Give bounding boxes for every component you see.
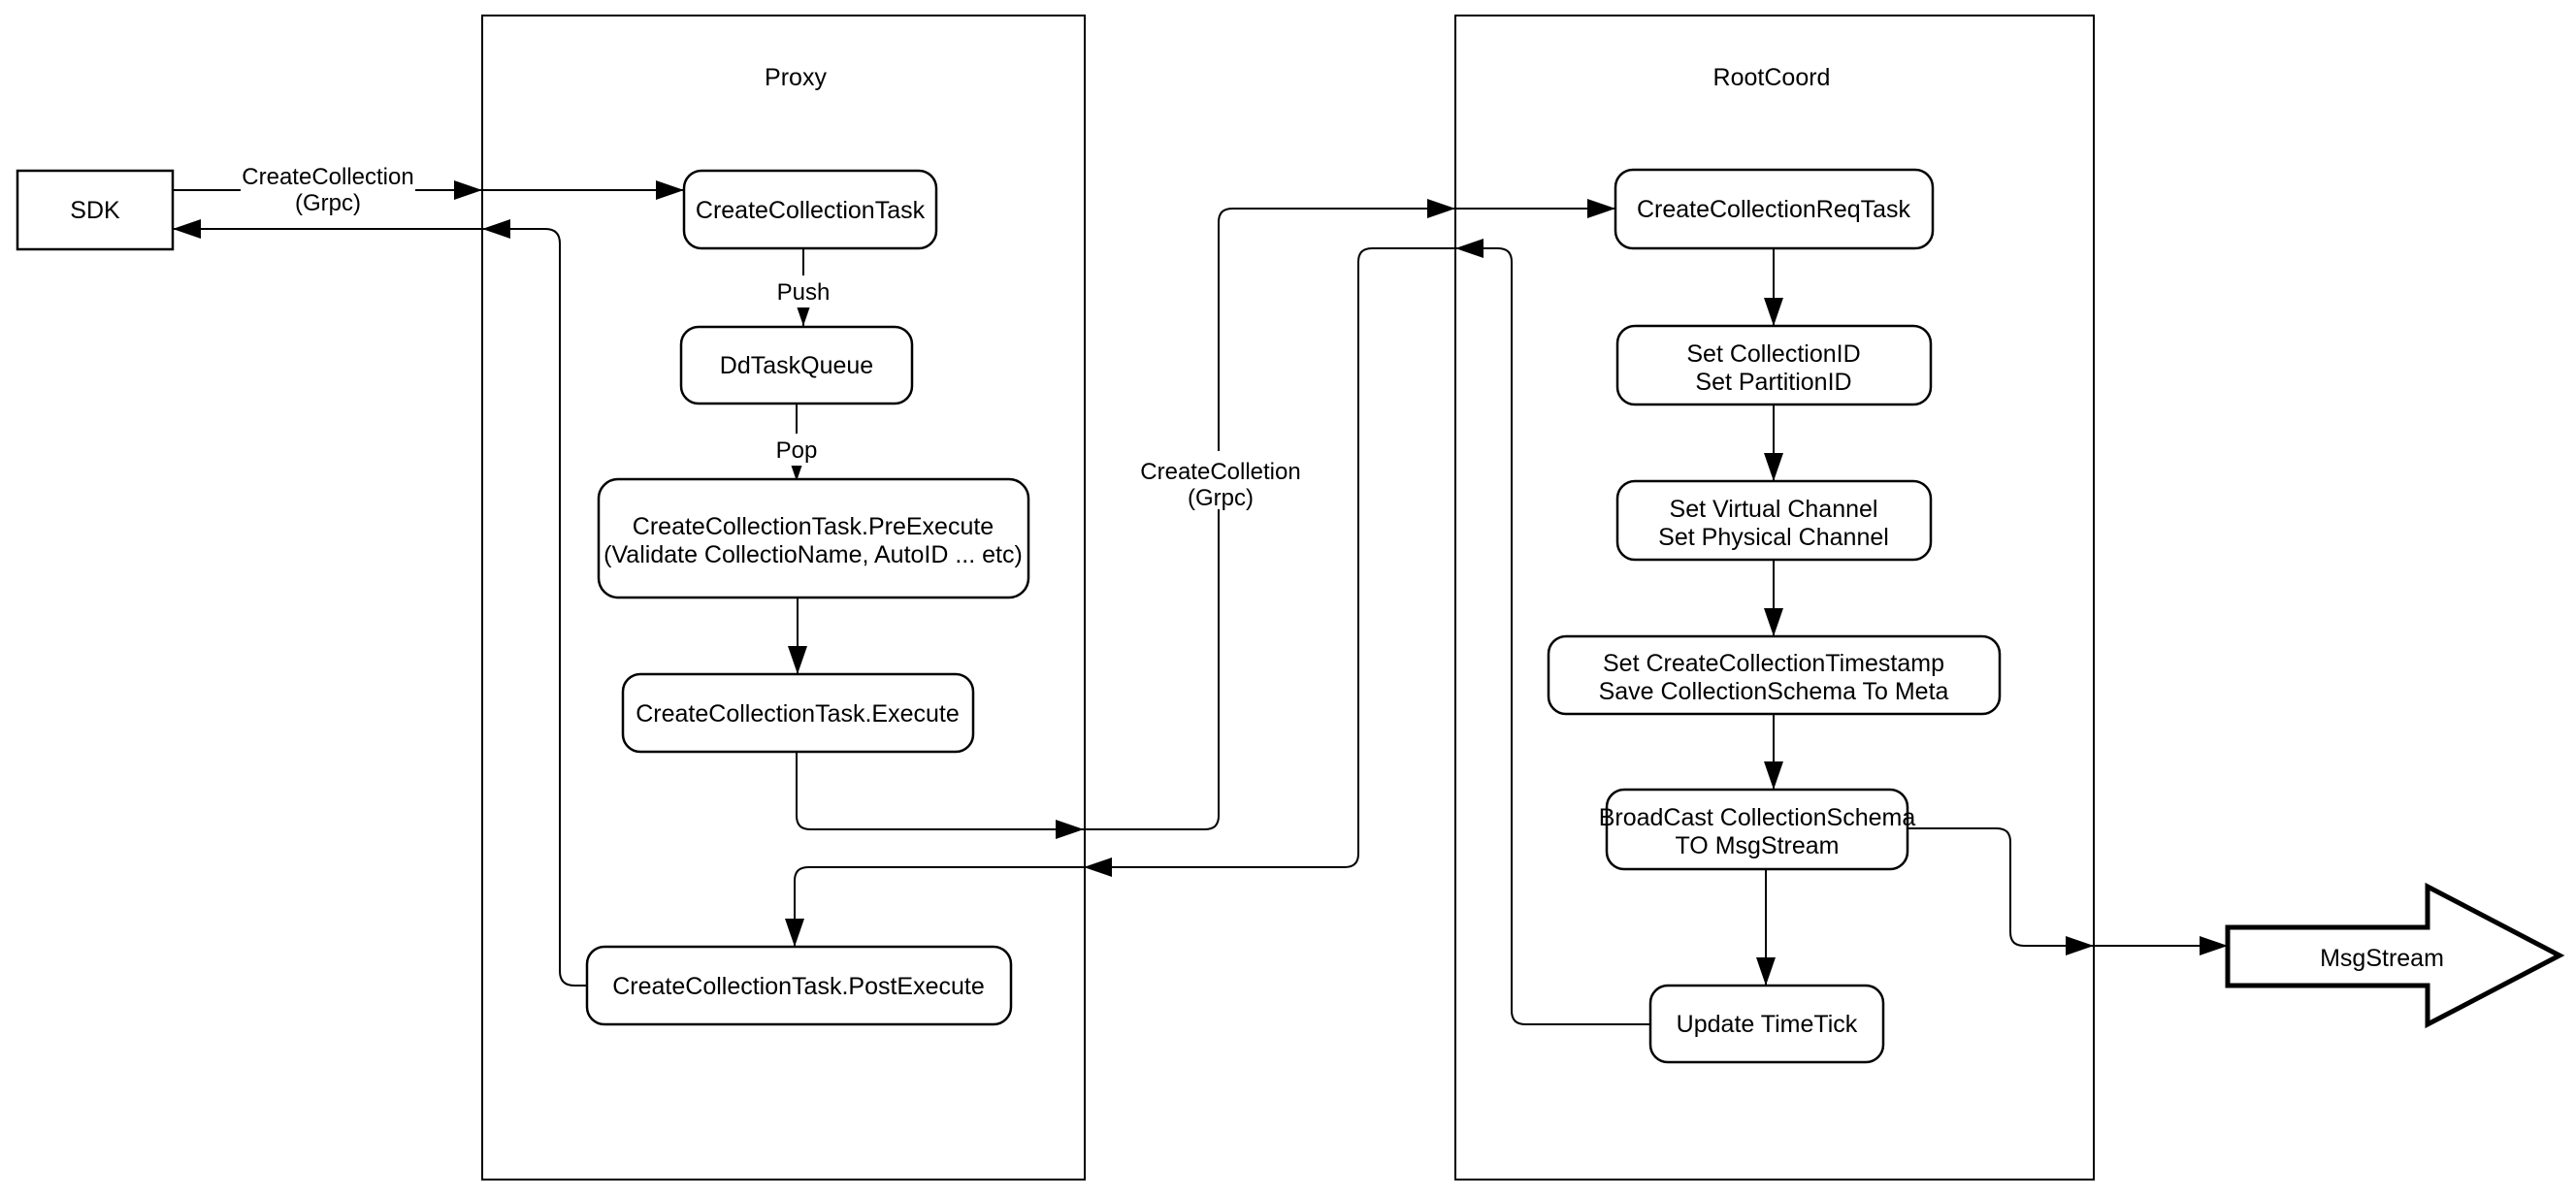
arrowhead-icon: [1084, 857, 1112, 877]
proxy-container-title: Proxy: [765, 64, 827, 91]
edge-label-pop: Pop: [776, 437, 818, 464]
edge-label-createcollection-grpc-line2: (Grpc): [295, 190, 361, 216]
node-update-timetick-label: Update TimeTick: [1677, 1011, 1858, 1038]
node-ddtaskqueue-label: DdTaskQueue: [720, 352, 873, 379]
node-preexecute-line1: CreateCollectionTask.PreExecute: [633, 513, 994, 540]
node-broadcast-line2: TO MsgStream: [1675, 832, 1839, 859]
node-createcollectiontask-label: CreateCollectionTask: [696, 197, 926, 224]
node-set-virtual-physical-channel: [1615, 479, 1933, 562]
edge-label-createcollection-grpc-line1: CreateCollection: [242, 164, 413, 190]
arrowhead-icon: [656, 180, 684, 200]
edge-execute-to-reqtask: [796, 208, 1615, 830]
proxy-container: [481, 15, 1086, 1181]
node-createcollectionreqtask: [1614, 168, 1935, 250]
node-preexecute-line2: (Validate CollectioName, AutoID ... etc): [603, 541, 1023, 568]
node-set-timestamp-save-schema: [1547, 634, 2002, 716]
arrowhead-icon: [1756, 957, 1776, 986]
node-set-collectionid-partitionid: [1615, 324, 1933, 406]
arrowhead-icon: [1764, 298, 1783, 326]
node-createcollectionreqtask-label: CreateCollectionReqTask: [1637, 196, 1911, 223]
edge-postexecute-to-sdk: [173, 228, 587, 987]
node-set-timestamp-line1: Set CreateCollectionTimestamp: [1603, 650, 1944, 677]
edge-updatetimetick-to-postexecute: [794, 247, 1650, 1025]
edge-label-createcolletion-grpc-line2: (Grpc): [1188, 485, 1254, 511]
label-background: [1135, 451, 1306, 509]
node-broadcast-line1: BroadCast CollectionSchema: [1599, 804, 1916, 831]
arrowhead-icon: [482, 219, 510, 239]
rootcoord-container-title: RootCoord: [1713, 64, 1831, 91]
arrowhead-icon: [1764, 453, 1783, 481]
msgstream-label: MsgStream: [2320, 945, 2444, 972]
node-set-ids-line1: Set CollectionID: [1686, 340, 1860, 368]
arrowhead-icon: [1427, 199, 1455, 218]
arrowhead-icon: [2200, 936, 2228, 955]
node-set-timestamp-line2: Save CollectionSchema To Meta: [1599, 678, 1949, 705]
node-execute: [621, 672, 975, 754]
arrowhead-icon: [2066, 936, 2094, 955]
msgstream-arrow-shape: [2225, 882, 2565, 1029]
node-update-timetick: [1648, 984, 1885, 1064]
node-postexecute: [585, 945, 1013, 1026]
arrowhead-icon: [1764, 608, 1783, 636]
node-broadcast-collectionschema: [1605, 788, 1909, 871]
node-ddtaskqueue: [679, 325, 914, 405]
node-set-channels-line1: Set Virtual Channel: [1670, 496, 1878, 523]
arrowhead-icon: [1764, 761, 1783, 790]
arrowhead-icon: [173, 219, 201, 239]
label-background: [241, 163, 415, 219]
arrowhead-icon: [788, 646, 807, 674]
node-sdk: [16, 169, 175, 251]
arrowhead-icon: [454, 180, 482, 200]
arrowhead-icon: [1587, 199, 1615, 218]
node-preexecute: [597, 477, 1030, 599]
node-execute-label: CreateCollectionTask.Execute: [636, 700, 960, 728]
node-sdk-label: SDK: [70, 197, 120, 224]
edge-label-push: Push: [777, 279, 831, 306]
label-background: [766, 434, 827, 466]
edge-broadcast-to-msgstream: [1908, 827, 2228, 947]
node-set-ids-line2: Set PartitionID: [1695, 369, 1851, 396]
arrowhead-icon: [1455, 239, 1484, 258]
label-background: [768, 275, 838, 307]
edge-label-createcolletion-grpc-line1: CreateColletion: [1140, 459, 1300, 485]
arrowhead-icon: [1056, 820, 1084, 839]
node-set-channels-line2: Set Physical Channel: [1658, 524, 1889, 551]
node-createcollectiontask: [682, 169, 938, 250]
arrowhead-icon: [785, 919, 804, 947]
rootcoord-container: [1454, 15, 2095, 1181]
node-postexecute-label: CreateCollectionTask.PostExecute: [612, 973, 985, 1000]
